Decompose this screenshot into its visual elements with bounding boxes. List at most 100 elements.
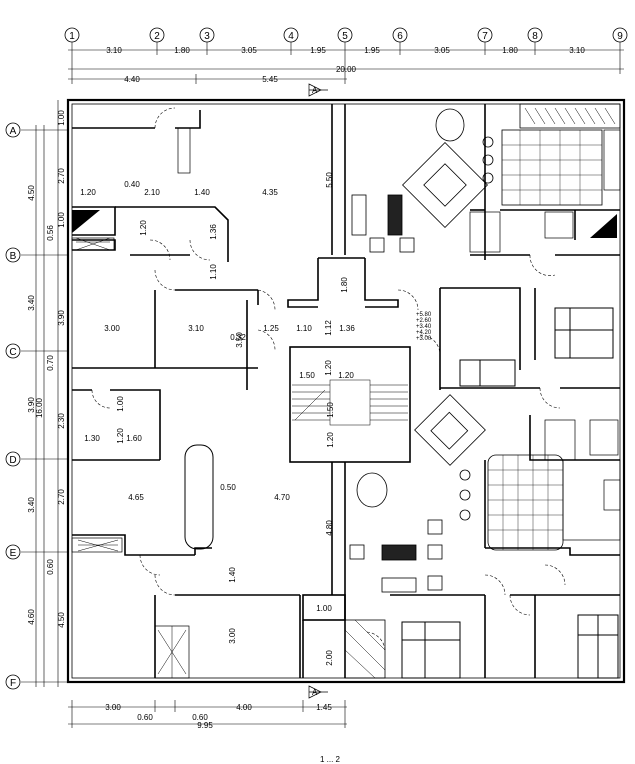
dim-int-7: 1.20 bbox=[139, 220, 148, 236]
dim-top2-2: 5.45 bbox=[262, 75, 278, 84]
axis-col-2: 2 bbox=[154, 31, 160, 42]
dim-top-2: 1.80 bbox=[174, 46, 190, 55]
level-1: +5.80 bbox=[416, 312, 432, 318]
right-shower-top bbox=[544, 211, 574, 239]
interior-walls-left bbox=[72, 110, 301, 678]
kitchen-tiles-bottom bbox=[487, 454, 564, 551]
dim-top-3: 3.05 bbox=[241, 46, 257, 55]
axis-col-7: 7 bbox=[482, 31, 488, 42]
axis-row-b: B bbox=[10, 251, 17, 262]
axis-col-6: 6 bbox=[397, 31, 403, 42]
dim-int-35: 2.00 bbox=[325, 650, 334, 666]
dim-left-total: 16.00 bbox=[35, 397, 44, 418]
dim-int-17: 1.80 bbox=[340, 277, 349, 293]
dim-top-8: 3.10 bbox=[569, 46, 585, 55]
left-column-block bbox=[177, 127, 191, 174]
dim-left-inner-2: 2.70 bbox=[57, 168, 66, 184]
svg-text:A: A bbox=[312, 86, 318, 95]
dim-int-10: 3.00 bbox=[104, 324, 120, 333]
dim-bottom2-1: 0.60 bbox=[192, 713, 208, 722]
right-bath-bottom bbox=[544, 419, 576, 461]
right-shower-bottom bbox=[589, 419, 619, 456]
dim-int-27: 1.60 bbox=[126, 434, 142, 443]
dim-bottom-1: 3.00 bbox=[105, 703, 121, 712]
dim-left-inner-7: 2.30 bbox=[57, 413, 66, 429]
kitchen-counter-bottom bbox=[562, 459, 621, 541]
dim-int-23: 1.20 bbox=[326, 432, 335, 448]
dim-left-inner-3: 1.00 bbox=[57, 212, 66, 228]
bed-icons bbox=[401, 307, 619, 679]
dim-int-13: 1.10 bbox=[296, 324, 312, 333]
dim-top-5: 1.95 bbox=[364, 46, 380, 55]
dim-left-3: 3.90 bbox=[27, 397, 36, 413]
section-mark-bottom: A bbox=[308, 685, 328, 699]
dim-int-30: 0.50 bbox=[220, 483, 236, 492]
level-2: +2.60 bbox=[416, 318, 432, 324]
dim-left-4: 3.40 bbox=[27, 497, 36, 513]
entry-hatch bbox=[344, 619, 386, 679]
core-walls bbox=[287, 104, 411, 678]
axis-row-f: F bbox=[10, 678, 16, 689]
dim-bottom-2: 0.60 bbox=[137, 713, 153, 722]
dim-bottom2-2: 9.95 bbox=[197, 721, 213, 730]
dim-int-21: 1.20 bbox=[338, 371, 354, 380]
staircase bbox=[292, 379, 408, 426]
left-cabinet-cross bbox=[77, 539, 119, 552]
dim-left-1: 4.50 bbox=[27, 185, 36, 201]
door-swings bbox=[91, 107, 566, 651]
dim-int-1: 0.40 bbox=[124, 180, 140, 189]
dim-int-18: 1.12 bbox=[324, 320, 333, 336]
dim-total-width: 20.00 bbox=[336, 65, 357, 74]
axis-row-c: C bbox=[9, 347, 16, 358]
dim-left-inner-1: 1.00 bbox=[57, 110, 66, 126]
dim-int-12: 1.25 bbox=[263, 324, 279, 333]
dim-left-inner-10: 4.50 bbox=[57, 612, 66, 628]
dim-int-25: 1.30 bbox=[84, 434, 100, 443]
level-4: +4.20 bbox=[416, 330, 432, 336]
left-cabinet bbox=[71, 537, 123, 553]
dim-int-28: 4.65 bbox=[128, 493, 144, 502]
dim-top-6: 3.05 bbox=[434, 46, 450, 55]
dim-left-inner-8: 2.70 bbox=[57, 489, 66, 505]
axis-col-4: 4 bbox=[288, 31, 294, 42]
right-bath-top bbox=[469, 211, 501, 253]
dim-left-2: 3.40 bbox=[27, 295, 36, 311]
top-dimension-lines bbox=[68, 42, 624, 84]
level-5: +3.00 bbox=[416, 336, 432, 342]
level-3: +3.40 bbox=[416, 324, 432, 330]
dim-int-19: 1.20 bbox=[324, 360, 333, 376]
axis-row-d: D bbox=[9, 455, 16, 466]
dim-int-20: 1.50 bbox=[299, 371, 315, 380]
dim-int-22: 1.50 bbox=[326, 402, 335, 418]
stove-top bbox=[603, 129, 621, 191]
dim-int-16: 3.50 bbox=[235, 332, 244, 348]
dim-left-inner-4: 0.56 bbox=[46, 225, 55, 241]
dim-left-inner-5: 3.90 bbox=[57, 310, 66, 326]
left-partition-curve bbox=[184, 444, 214, 550]
axis-col-3: 3 bbox=[204, 31, 210, 42]
dim-int-15: 0.32 bbox=[230, 333, 246, 342]
bottom-dimension-lines bbox=[68, 700, 347, 728]
dim-int-24: 1.00 bbox=[116, 396, 125, 412]
dim-int-11: 3.10 bbox=[188, 324, 204, 333]
left-shaft bbox=[72, 210, 100, 233]
dim-int-5: 4.35 bbox=[262, 188, 278, 197]
dim-int-33: 3.00 bbox=[228, 628, 237, 644]
axis-col-1: 1 bbox=[69, 31, 75, 42]
dim-int-31: 4.80 bbox=[325, 520, 334, 536]
right-shaft bbox=[590, 214, 617, 238]
dim-left-inner-6: 0.70 bbox=[46, 355, 55, 371]
kitchen-tiles-top bbox=[501, 129, 603, 206]
dim-bottom-3: 4.00 bbox=[236, 703, 252, 712]
axis-col-5: 5 bbox=[342, 31, 348, 42]
dim-left-5: 4.60 bbox=[27, 609, 36, 625]
dim-int-26: 1.20 bbox=[116, 428, 125, 444]
left-kitchen-counter bbox=[71, 237, 115, 251]
dim-left-inner-9: 0.60 bbox=[46, 559, 55, 575]
dim-int-2: 1.20 bbox=[80, 188, 96, 197]
dim-int-32: 1.40 bbox=[228, 567, 237, 583]
dim-top-1: 3.10 bbox=[106, 46, 122, 55]
dim-int-3: 2.10 bbox=[144, 188, 160, 197]
axis-col-9: 9 bbox=[617, 31, 623, 42]
